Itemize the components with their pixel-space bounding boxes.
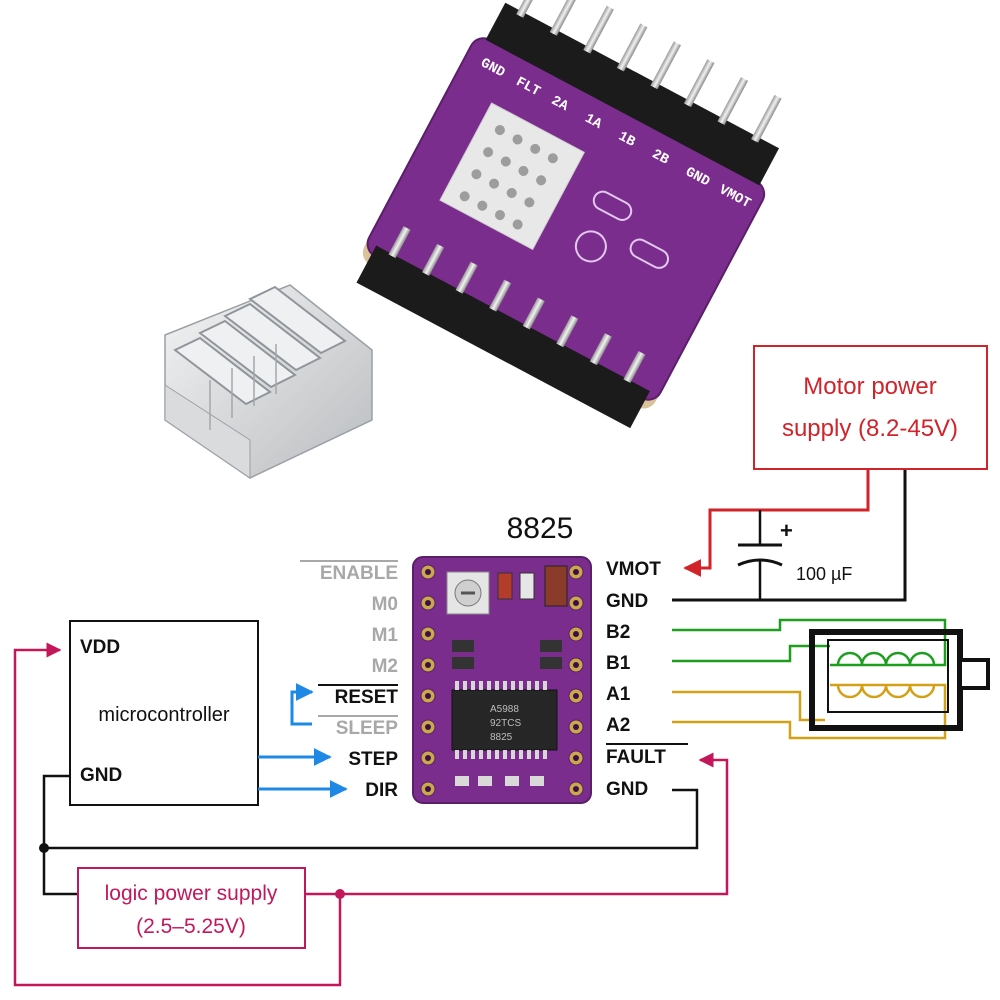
coil-wiring: [672, 618, 947, 740]
driver-module-photo: GND FLT 2A 1A 1B 2B GND VMOT: [356, 0, 782, 429]
pin-a2: A2: [606, 715, 630, 736]
driver-title: 8825: [507, 512, 574, 545]
pin-reset: RESET: [335, 687, 399, 708]
logic-supply-line1: logic power supply: [105, 882, 278, 905]
motor-power-wiring: [672, 469, 907, 602]
thermal-pad: [439, 102, 585, 251]
mcu-gnd-label: GND: [80, 765, 122, 786]
pin-m2: M2: [372, 656, 398, 677]
driver-ic: A5988 92TCS 8825: [451, 681, 558, 759]
pin-gnd-motor: GND: [606, 591, 648, 612]
left-pin-labels: ENABLE M0 M1 M2 RESET SLEEP STEP DIR: [300, 560, 399, 801]
ic-marking: A5988: [490, 704, 519, 715]
right-pin-labels: VMOT GND B2 B1 A1 A2 FAULT GND: [606, 559, 688, 800]
coil-b: [836, 651, 936, 666]
stepper-motor: [809, 629, 990, 731]
motor-supply-line2: supply (8.2-45V): [782, 415, 958, 442]
pin-b2: B2: [606, 622, 630, 643]
pin-sleep: SLEEP: [336, 718, 399, 739]
pin-m0: M0: [372, 594, 398, 615]
signal-wiring: [258, 683, 348, 798]
motor-power-supply-box: Motor power supply (8.2-45V): [753, 345, 988, 470]
logic-supply-line2: (2.5–5.25V): [136, 915, 246, 938]
bottom-header-pins: [356, 226, 650, 429]
pin-dir: DIR: [365, 780, 398, 801]
junction-dot: [39, 843, 49, 853]
capacitor-smd: [544, 565, 568, 607]
capacitor-value: 100 µF: [796, 564, 852, 584]
silk-label: 1B: [615, 129, 638, 151]
motor-supply-line1: Motor power: [803, 373, 936, 400]
capacitor-plus: +: [780, 518, 793, 543]
pin-enable: ENABLE: [320, 563, 398, 584]
driver-board: 8825: [412, 512, 592, 804]
ic-marking: 92TCS: [490, 718, 521, 729]
logic-wiring: [13, 642, 729, 987]
coil-a: [836, 684, 936, 699]
silk-label: 2A: [548, 93, 571, 115]
logic-power-supply-box: logic power supply (2.5–5.25V): [77, 867, 306, 949]
pin-step: STEP: [348, 749, 398, 770]
pin-gnd-logic: GND: [606, 779, 648, 800]
silk-label: 2B: [649, 147, 672, 169]
silk-label: 1A: [582, 111, 605, 133]
pin-b1: B1: [606, 653, 631, 674]
mcu-label: microcontroller: [98, 704, 229, 726]
pin-fault: FAULT: [606, 747, 666, 768]
mcu-vdd-label: VDD: [80, 637, 120, 658]
pin-m1: M1: [372, 625, 399, 646]
heatsink: [164, 284, 373, 479]
top-header-pins: [485, 0, 782, 186]
pin-vmot: VMOT: [606, 559, 661, 580]
pin-a1: A1: [606, 684, 631, 705]
ic-marking: 8825: [490, 732, 513, 743]
microcontroller-box: VDD microcontroller GND: [69, 620, 259, 806]
